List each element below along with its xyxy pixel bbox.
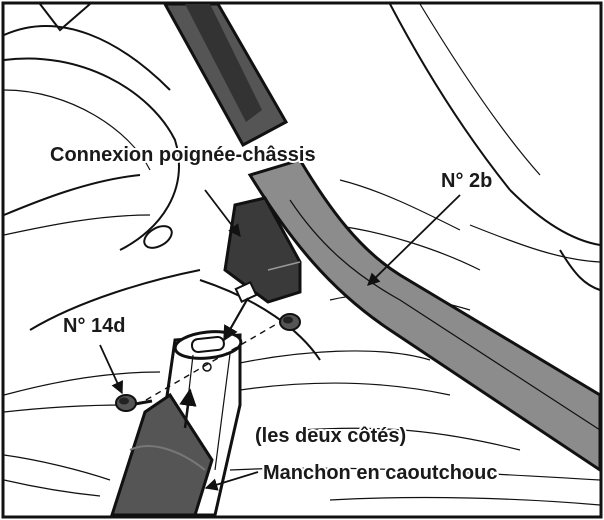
- label-rubber-sleeve: Manchon en caoutchouc: [263, 462, 497, 484]
- machine-body-lines: [3, 3, 601, 506]
- bolt-right: [279, 313, 301, 331]
- handle-frame-connector: [223, 196, 302, 304]
- bolt-left: [115, 394, 153, 412]
- label-part-2b: N° 2b: [441, 170, 492, 192]
- label-connection: Connexion poignée-châssis: [50, 144, 316, 166]
- handle-bar: [162, 2, 289, 148]
- frame-tube-2b: [247, 158, 602, 473]
- bolt-alignment-line: [145, 321, 281, 401]
- label-part-14d: N° 14d: [63, 315, 125, 337]
- callout-arrows: [99, 189, 461, 491]
- rubber-sleeve: [109, 392, 214, 517]
- label-both-sides: (les deux côtés): [255, 425, 406, 447]
